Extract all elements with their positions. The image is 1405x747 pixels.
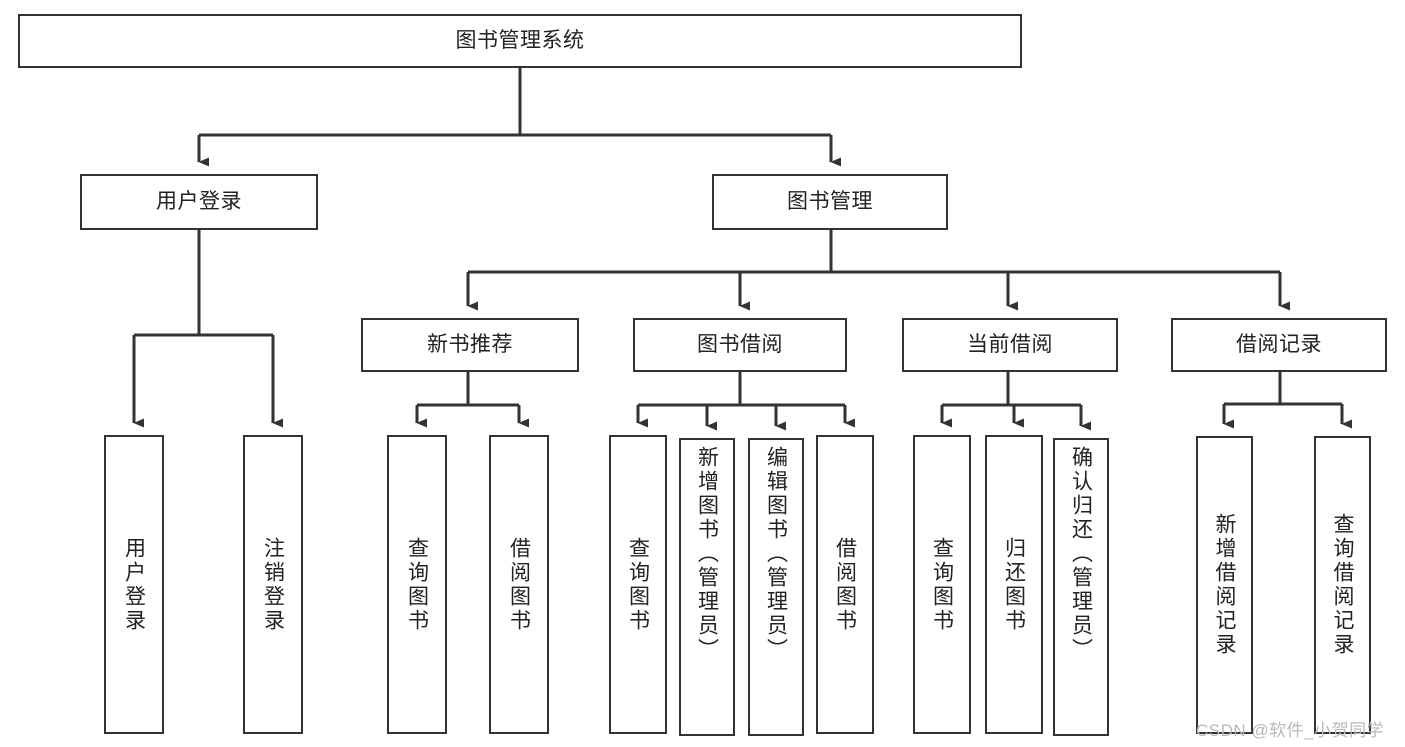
node-root-label: 图书管理系统 xyxy=(455,29,585,53)
node-current-borrow[interactable]: 当前借阅 xyxy=(902,318,1118,372)
node-leaf-query-borrow-record-label: 查询借阅记录 xyxy=(1331,513,1354,657)
node-book-borrow[interactable]: 图书借阅 xyxy=(633,318,847,372)
node-leaf-borrow-book-2-label: 借阅图书 xyxy=(833,536,857,633)
node-leaf-add-book-admin[interactable]: 新增图书（管理员） xyxy=(679,438,735,736)
csdn-watermark: CSDN @软件_小贺同学 xyxy=(1196,721,1385,740)
node-book-manage-label: 图书管理 xyxy=(787,190,873,214)
node-leaf-add-borrow-record-label: 新增借阅记录 xyxy=(1213,513,1236,657)
node-user-login[interactable]: 用户登录 xyxy=(80,174,318,230)
node-leaf-user-login-label: 用户登录 xyxy=(122,536,146,633)
node-user-login-label: 用户登录 xyxy=(156,190,242,214)
node-leaf-return-book[interactable]: 归还图书 xyxy=(985,435,1043,734)
node-leaf-borrow-book-1[interactable]: 借阅图书 xyxy=(489,435,549,734)
node-leaf-query-book-3-label: 查询图书 xyxy=(930,536,954,633)
node-new-book-recommend-label: 新书推荐 xyxy=(427,333,513,357)
node-leaf-confirm-return-admin[interactable]: 确认归还（管理员） xyxy=(1053,438,1109,736)
node-new-book-recommend[interactable]: 新书推荐 xyxy=(361,318,579,372)
node-leaf-logout-login-label: 注销登录 xyxy=(261,536,285,633)
node-borrow-record[interactable]: 借阅记录 xyxy=(1171,318,1387,372)
node-leaf-query-book-3[interactable]: 查询图书 xyxy=(913,435,971,734)
node-leaf-user-login[interactable]: 用户登录 xyxy=(104,435,164,734)
node-leaf-edit-book-admin-label: 编辑图书（管理员） xyxy=(764,446,788,662)
node-leaf-borrow-book-1-label: 借阅图书 xyxy=(507,536,531,633)
node-leaf-query-book-1[interactable]: 查询图书 xyxy=(387,435,447,734)
node-leaf-add-book-admin-label: 新增图书（管理员） xyxy=(695,446,719,662)
node-leaf-add-borrow-record[interactable]: 新增借阅记录 xyxy=(1196,436,1253,734)
node-leaf-query-book-2-label: 查询图书 xyxy=(626,536,650,633)
node-current-borrow-label: 当前借阅 xyxy=(967,333,1053,357)
node-leaf-query-book-1-label: 查询图书 xyxy=(405,536,429,633)
node-book-manage[interactable]: 图书管理 xyxy=(712,174,948,230)
node-borrow-record-label: 借阅记录 xyxy=(1236,333,1322,357)
node-book-borrow-label: 图书借阅 xyxy=(697,333,783,357)
node-leaf-edit-book-admin[interactable]: 编辑图书（管理员） xyxy=(748,438,804,736)
node-leaf-confirm-return-admin-label: 确认归还（管理员） xyxy=(1069,446,1093,662)
node-root[interactable]: 图书管理系统 xyxy=(18,14,1022,68)
node-leaf-return-book-label: 归还图书 xyxy=(1002,536,1026,633)
node-leaf-logout-login[interactable]: 注销登录 xyxy=(243,435,303,734)
node-leaf-borrow-book-2[interactable]: 借阅图书 xyxy=(816,435,874,734)
node-leaf-query-borrow-record[interactable]: 查询借阅记录 xyxy=(1314,436,1371,734)
node-leaf-query-book-2[interactable]: 查询图书 xyxy=(609,435,667,734)
